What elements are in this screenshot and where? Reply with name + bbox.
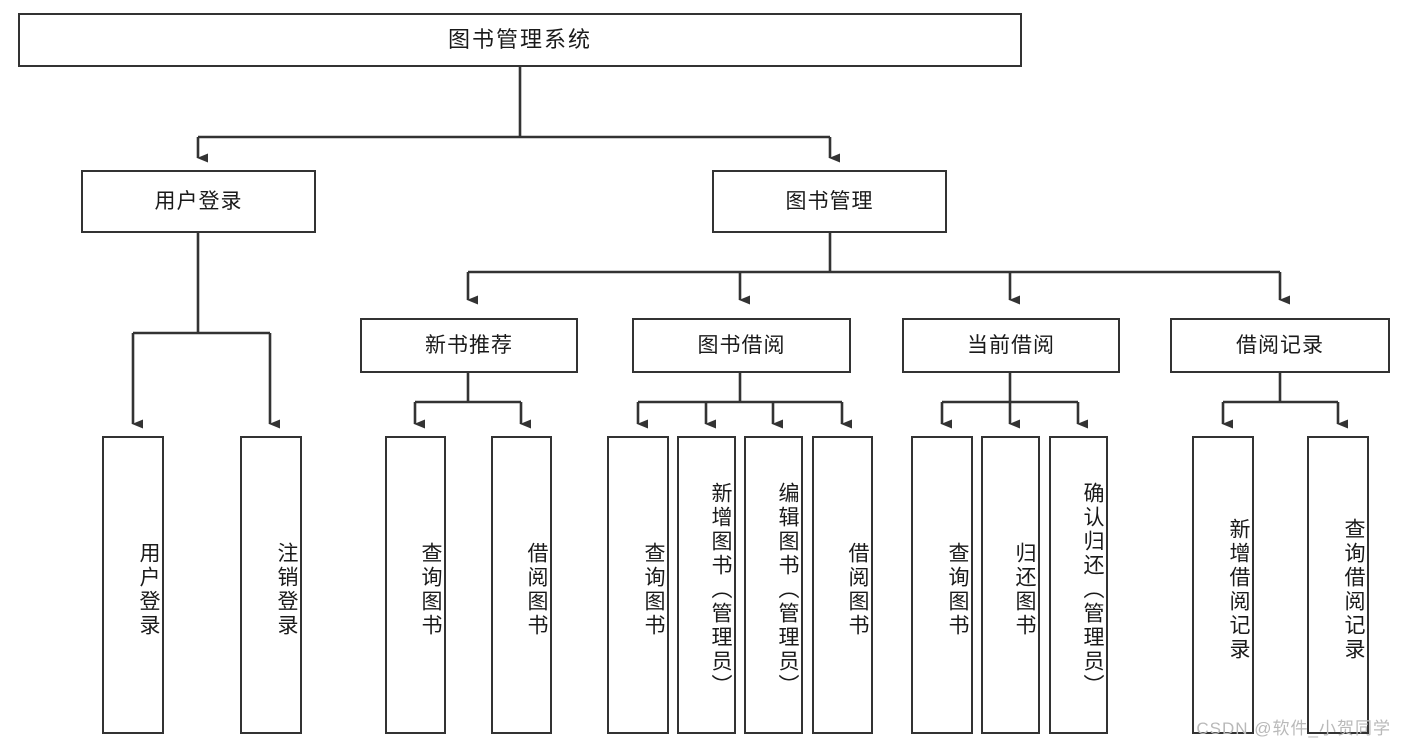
node-leaf-confirm-return[interactable]: 确认归还（管理员） (1049, 436, 1108, 734)
node-label: 注销登录 (275, 542, 298, 638)
node-label: 用户登录 (154, 189, 243, 213)
node-leaf-query-borrow-record[interactable]: 查询借阅记录 (1307, 436, 1369, 734)
node-book-manage[interactable]: 图书管理 (712, 170, 947, 233)
node-user-login[interactable]: 用户登录 (81, 170, 316, 233)
node-label: 用户登录 (137, 542, 160, 638)
node-leaf-logout[interactable]: 注销登录 (240, 436, 302, 734)
node-borrow-record[interactable]: 借阅记录 (1170, 318, 1390, 373)
node-label: 归还图书 (1013, 542, 1036, 638)
node-leaf-add-book[interactable]: 新增图书（管理员） (677, 436, 736, 734)
node-leaf-borrow-book[interactable]: 借阅图书 (812, 436, 873, 734)
node-label: 查询图书 (419, 542, 442, 638)
node-leaf-query-book-borrow[interactable]: 查询图书 (607, 436, 669, 734)
node-label: 编辑图书（管理员） (776, 482, 799, 698)
node-leaf-edit-book[interactable]: 编辑图书（管理员） (744, 436, 803, 734)
node-leaf-add-borrow-record[interactable]: 新增借阅记录 (1192, 436, 1254, 734)
node-label: 新增图书（管理员） (709, 482, 732, 698)
node-leaf-query-book-current[interactable]: 查询图书 (911, 436, 973, 734)
node-current-borrow[interactable]: 当前借阅 (902, 318, 1120, 373)
node-book-borrow[interactable]: 图书借阅 (632, 318, 851, 373)
node-label: 借阅图书 (846, 542, 869, 638)
node-leaf-query-book-recommend[interactable]: 查询图书 (385, 436, 446, 734)
node-leaf-return-book[interactable]: 归还图书 (981, 436, 1040, 734)
node-label: 借阅图书 (525, 542, 548, 638)
node-label: 新增借阅记录 (1227, 518, 1250, 662)
node-label: 图书管理 (785, 189, 874, 213)
node-label: 借阅记录 (1236, 333, 1324, 357)
node-label: 图书管理系统 (447, 26, 592, 52)
node-label: 图书借阅 (697, 333, 786, 357)
node-leaf-user-login[interactable]: 用户登录 (102, 436, 164, 734)
node-label: 确认归还（管理员） (1081, 482, 1104, 698)
node-label: 查询图书 (946, 542, 969, 638)
node-label: 查询借阅记录 (1342, 518, 1365, 662)
node-root-book-management-system[interactable]: 图书管理系统 (18, 13, 1022, 67)
node-leaf-borrow-book-recommend[interactable]: 借阅图书 (491, 436, 552, 734)
node-label: 当前借阅 (967, 333, 1055, 357)
node-label: 查询图书 (642, 542, 665, 638)
node-new-book-recommend[interactable]: 新书推荐 (360, 318, 578, 373)
node-label: 新书推荐 (425, 333, 513, 357)
